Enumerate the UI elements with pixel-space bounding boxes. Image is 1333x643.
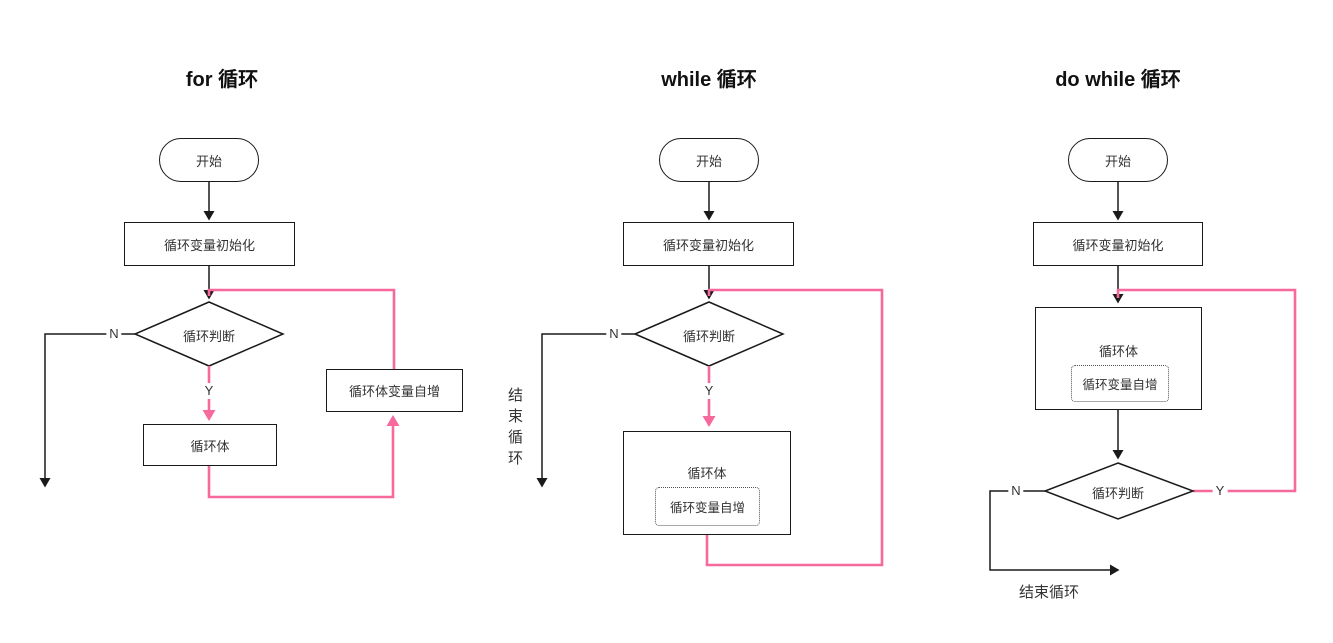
- branch-label-no: N: [606, 326, 622, 342]
- branch-label-yes: Y: [701, 383, 717, 399]
- start-node: 开始: [659, 138, 759, 182]
- loop-body-node: 循环体: [143, 424, 277, 466]
- loop-body-label: 循环体: [1098, 344, 1138, 359]
- condition-label: 循环判断: [682, 329, 735, 344]
- increment-node: 循环体变量自增: [326, 369, 463, 412]
- init-node: 循环变量初始化: [623, 222, 794, 266]
- for-loop-edges: [39, 182, 400, 499]
- end-loop-annotation: 结束循环: [506, 387, 523, 471]
- condition-label: 循环判断: [182, 329, 235, 344]
- condition-diamond: [1042, 462, 1196, 520]
- init-node: 循环变量初始化: [124, 222, 295, 266]
- edge-increment-to-condition-pink: [207, 288, 396, 369]
- branch-label-no: N: [1008, 483, 1024, 499]
- edge-condition-no-exit: [39, 333, 135, 488]
- branch-label-no: N: [106, 326, 122, 342]
- increment-dotted-node: 循环变量自增: [655, 487, 760, 526]
- increment-dotted-node: 循环变量自增: [1071, 365, 1169, 402]
- start-node: 开始: [159, 138, 259, 182]
- chart-title-while-loop: while 循环: [661, 69, 757, 91]
- edge-body-to-increment-pink: [207, 415, 400, 499]
- chart-title-for-loop: for 循环: [185, 69, 259, 91]
- edge-condition-yes-loopback-pink: [1116, 288, 1297, 493]
- condition-label: 循环判断: [1091, 486, 1144, 501]
- loop-body-node: 循环体 循环变量自增: [623, 431, 791, 535]
- init-node: 循环变量初始化: [1033, 222, 1203, 266]
- edge-condition-no-exit: [536, 333, 635, 488]
- loop-body-node: 循环体 循环变量自增: [1035, 307, 1202, 410]
- end-loop-annotation: 结束循环: [1018, 584, 1079, 601]
- loop-body-label: 循环体: [687, 466, 727, 481]
- do-while-loop-edges: [989, 182, 1297, 576]
- edge-body-loopback-pink: [705, 288, 884, 567]
- branch-label-yes: Y: [1212, 483, 1228, 499]
- start-node: 开始: [1068, 138, 1168, 182]
- branch-label-yes: Y: [201, 383, 217, 399]
- chart-title-do-while-loop: do while 循环: [1055, 69, 1181, 91]
- while-loop-edges: [536, 182, 884, 567]
